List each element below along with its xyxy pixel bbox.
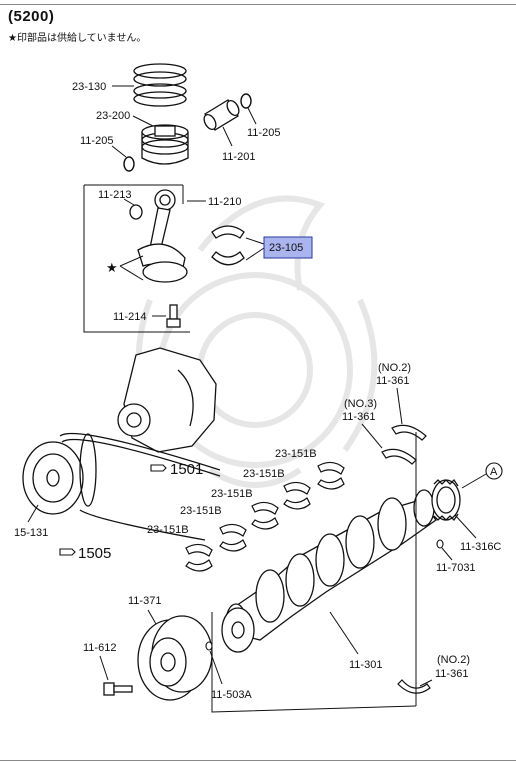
highlight-23-105[interactable]: [263, 236, 313, 259]
water-pump-housing[interactable]: [117, 347, 217, 453]
v-belt[interactable]: [59, 432, 221, 541]
supply-note: ★印部品は供給していません。: [8, 33, 147, 44]
con-rod-bushing[interactable]: [129, 204, 143, 220]
label-11-371: 11-371: [128, 595, 161, 607]
label-23-151b-3: 23-151B: [211, 488, 253, 500]
ref-1505: 1505: [78, 545, 111, 562]
bottom-rule: [0, 760, 516, 761]
label-23-151b-2: 23-151B: [243, 468, 285, 480]
label-23-151b-1: 23-151B: [275, 448, 317, 460]
label-no2-bot: (NO.2): [437, 654, 470, 666]
piston-pin[interactable]: [202, 99, 242, 132]
con-rod-bearings[interactable]: [211, 225, 245, 266]
label-11-361-mid: 11-361: [342, 411, 375, 423]
pointing-hand-icon: [150, 464, 167, 472]
label-11-205-left: 11-205: [80, 135, 113, 147]
ref-1501: 1501: [170, 461, 203, 478]
label-11-301: 11-301: [349, 659, 382, 671]
fan-pulley[interactable]: [22, 433, 97, 515]
section-code: (5200): [8, 8, 55, 25]
crankshaft[interactable]: [225, 489, 437, 641]
not-supplied-star: ★: [106, 260, 118, 275]
label-23-151b-5: 23-151B: [147, 524, 189, 536]
label-11-7031: 11-7031: [436, 562, 476, 574]
callout-circle: [485, 462, 503, 480]
label-no3: (NO.3): [344, 398, 377, 410]
label-11-214: 11-214: [113, 311, 146, 323]
crank-pulley[interactable]: [137, 607, 255, 701]
connecting-rod[interactable]: [137, 189, 188, 283]
label-11-316c: 11-316C: [460, 541, 501, 553]
label-11-213: 11-213: [98, 189, 131, 201]
label-23-151b-4: 23-151B: [180, 505, 222, 517]
piston[interactable]: [141, 124, 189, 165]
pulley-key[interactable]: [205, 641, 213, 651]
con-rod-bolt[interactable]: [166, 304, 181, 328]
label-11-210: 11-210: [208, 196, 241, 208]
label-11-205-right: 11-205: [247, 127, 280, 139]
timing-gear[interactable]: [431, 478, 461, 522]
label-no2-top: (NO.2): [378, 362, 411, 374]
label-a: A: [490, 466, 498, 478]
pointing-hand-icon: [59, 548, 76, 556]
crank-key[interactable]: [436, 539, 444, 549]
label-23-105: 23-105: [269, 242, 303, 254]
label-23-200: 23-200: [96, 110, 130, 122]
piston-rings[interactable]: [133, 63, 187, 107]
label-11-612: 11-612: [83, 642, 116, 654]
main-bearings[interactable]: [185, 461, 345, 572]
snap-ring-right[interactable]: [240, 93, 252, 109]
label-11-361-bot: 11-361: [435, 668, 468, 680]
pulley-bolt[interactable]: [103, 682, 133, 696]
label-11-503a: 11-503A: [211, 689, 252, 701]
label-11-201: 11-201: [222, 151, 255, 163]
thrust-bearings[interactable]: [381, 424, 431, 694]
snap-ring-left[interactable]: [123, 156, 135, 172]
label-23-130: 23-130: [72, 81, 106, 93]
top-rule: [0, 4, 516, 5]
label-15-131: 15-131: [14, 527, 48, 539]
label-11-361-top: 11-361: [376, 375, 409, 387]
